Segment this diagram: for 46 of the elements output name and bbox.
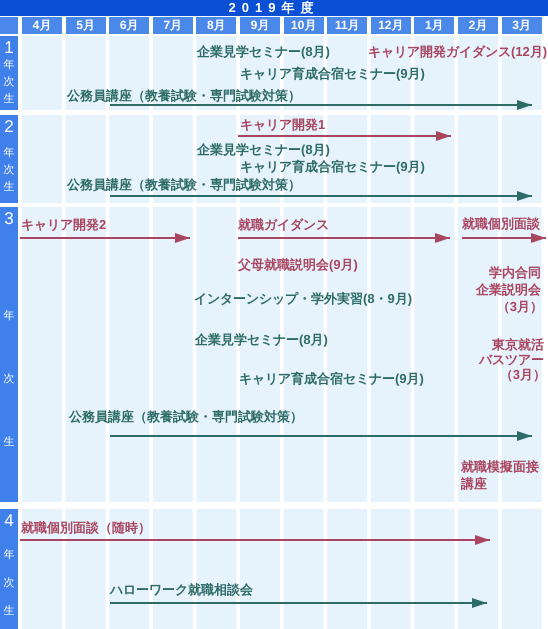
year-label: 年次生 [3, 146, 15, 194]
year-number: 4 [3, 512, 15, 530]
event-label: 就職個別面談 [462, 217, 540, 231]
event-label: 企業見学セミナー(8月) [197, 45, 330, 59]
event-label: 学内合同企業説明会（3月） [476, 264, 543, 315]
event-label: 東京就活バスツアー（3月） [479, 337, 546, 382]
event-label: キャリア育成合宿セミナー(9月) [240, 67, 425, 81]
month-cell: 9月 [240, 17, 280, 34]
month-cell: 10月 [284, 17, 324, 34]
event-label: キャリア開発1 [240, 118, 326, 132]
event-label: キャリア開発ガイダンス(12月) [368, 45, 548, 59]
event-label: 企業見学セミナー(8月) [197, 143, 330, 157]
year-label: 年次生 [3, 58, 15, 106]
event-label: 公務員講座（教養試験・専門試験対策） [69, 410, 303, 424]
year-band [0, 207, 18, 502]
month-cell: 12月 [370, 17, 411, 34]
month-cell: 1月 [414, 17, 454, 34]
title-bar: 2019年度 [0, 0, 548, 16]
event-label: キャリア育成合宿セミナー(9月) [240, 160, 425, 174]
event-label: 公務員講座（教養試験・専門試験対策） [67, 178, 301, 192]
year-number: 2 [3, 118, 15, 136]
month-cell: 8月 [196, 17, 236, 34]
event-label: ハローワーク就職相談会 [110, 583, 253, 597]
year-band [0, 115, 18, 203]
month-cell: 3月 [502, 17, 542, 34]
event-label: キャリア育成合宿セミナー(9月) [239, 372, 424, 386]
month-cell: 4月 [22, 17, 62, 34]
event-label: キャリア開発2 [21, 218, 106, 232]
year-number: 3 [3, 210, 15, 228]
year-band [0, 36, 18, 110]
month-cell: 2月 [458, 17, 498, 34]
month-cell: 7月 [152, 17, 193, 34]
year-band [0, 509, 18, 629]
event-label: インターンシップ・学外実習(8・9月) [194, 292, 412, 306]
event-label: 公務員講座（教養試験・専門試験対策） [67, 89, 301, 103]
year-number: 1 [3, 39, 15, 57]
event-label: 父母就職説明会(9月) [238, 258, 358, 272]
year-label: 年次生 [3, 308, 15, 450]
event-label: 企業見学セミナー(8月) [195, 333, 328, 347]
year-label: 年次生 [3, 548, 15, 619]
month-cell: 6月 [109, 17, 150, 34]
event-label: 就職模擬面接講座 [461, 458, 540, 492]
month-cell: 11月 [327, 17, 368, 34]
event-label: 就職個別面談（随時） [21, 521, 151, 535]
event-label: 就職ガイダンス [238, 218, 329, 232]
month-cell: 5月 [66, 17, 106, 34]
